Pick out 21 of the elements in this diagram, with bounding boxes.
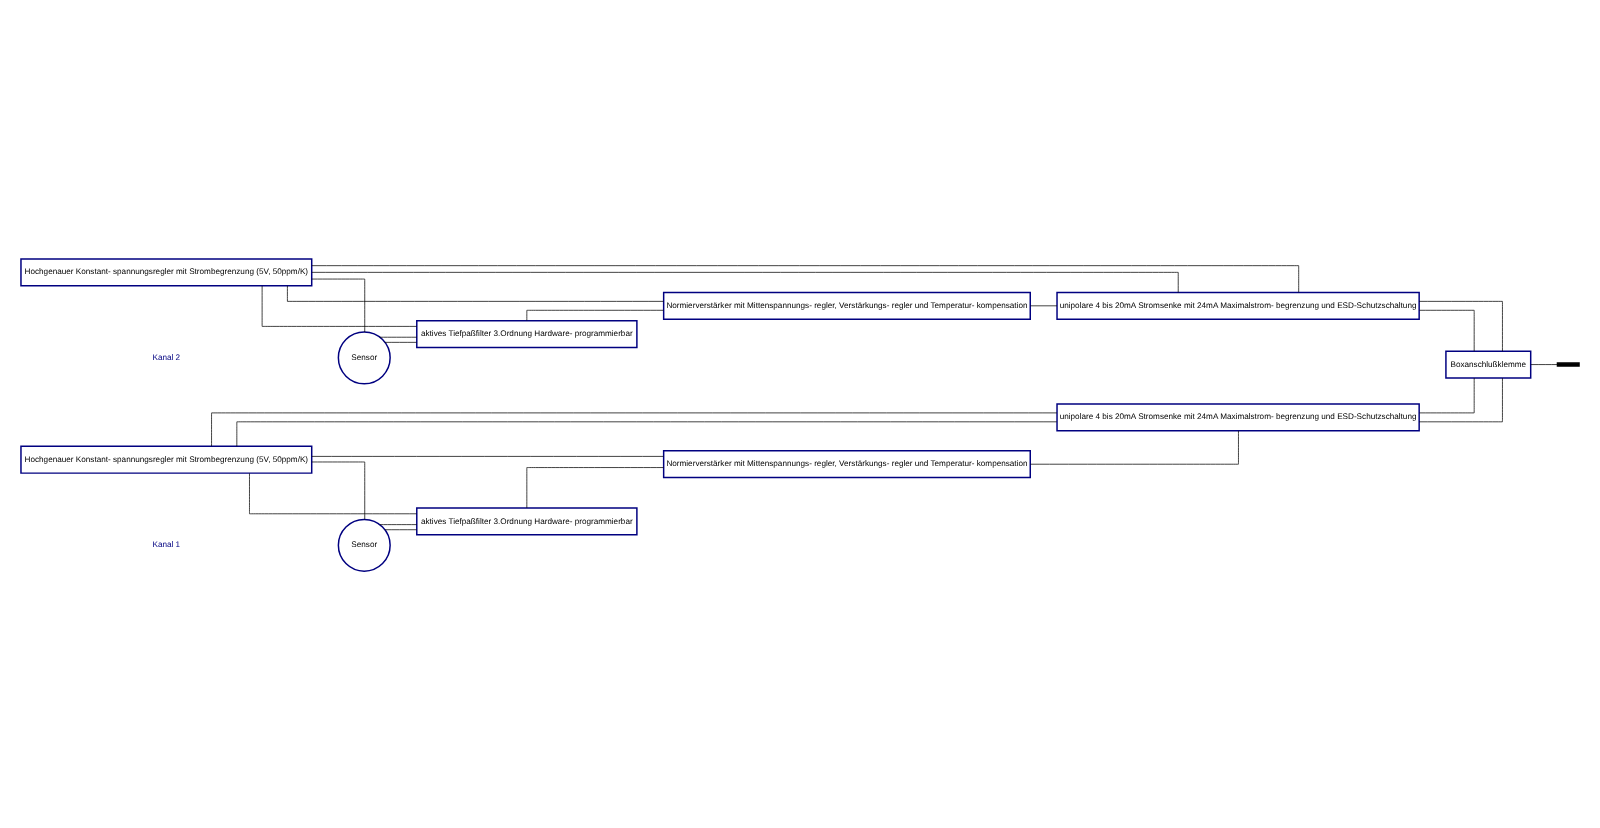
connector xyxy=(311,455,664,456)
connector xyxy=(261,284,418,326)
connector xyxy=(379,335,418,337)
connector xyxy=(384,528,417,530)
connector xyxy=(311,460,366,519)
connector xyxy=(211,411,1058,446)
connector xyxy=(1030,429,1239,464)
connector xyxy=(384,341,417,342)
connector xyxy=(249,472,417,514)
connector xyxy=(1418,300,1503,351)
connector xyxy=(379,523,418,524)
connector xyxy=(1418,376,1503,422)
connector xyxy=(287,284,664,301)
connector xyxy=(311,277,366,332)
node-bar xyxy=(1556,361,1580,366)
connector xyxy=(1419,376,1475,413)
connector xyxy=(526,466,664,508)
connector xyxy=(311,271,1179,292)
connector xyxy=(311,264,1300,292)
connector xyxy=(1030,304,1058,306)
connector xyxy=(1530,363,1558,364)
